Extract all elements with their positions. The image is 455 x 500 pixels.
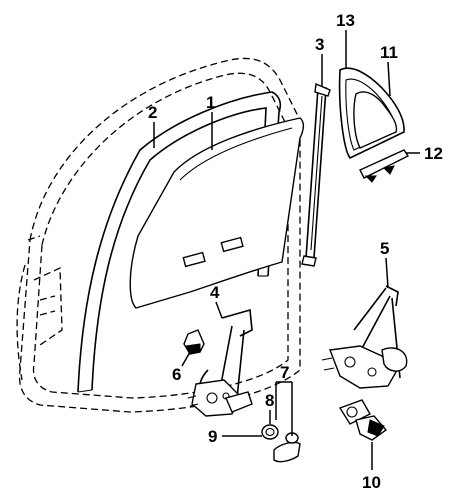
callout-1: 1 [206, 93, 215, 112]
part-8-bushing [261, 424, 279, 440]
part-12-seal-strip [359, 149, 410, 183]
callout-8: 8 [265, 391, 274, 410]
callout-6: 6 [172, 365, 181, 384]
leader-11 [387, 61, 391, 97]
callout-2: 2 [148, 103, 157, 122]
leader-5 [385, 257, 389, 289]
leader-6 [181, 351, 191, 367]
leader-lines [153, 30, 420, 470]
callout-3: 3 [315, 35, 324, 54]
part-5-rear-regulator [321, 285, 408, 389]
callout-13: 13 [336, 11, 355, 30]
callout-labels: 1 2 3 4 5 6 7 8 9 10 11 12 13 [148, 11, 443, 492]
callout-9: 9 [208, 427, 217, 446]
callout-4: 4 [210, 283, 220, 302]
part-6-clip [183, 329, 205, 355]
part-1-door-glass [129, 117, 305, 309]
callout-5: 5 [380, 239, 389, 258]
part-4-front-regulator [187, 308, 253, 417]
part-3-rear-channel [301, 82, 331, 267]
callout-10: 10 [362, 473, 381, 492]
part-7-handle [273, 432, 301, 463]
part-10-motor [338, 399, 388, 441]
callout-7: 7 [280, 363, 289, 382]
leader-4 [215, 301, 223, 319]
part-11-quarter-glass [353, 91, 398, 149]
callout-12: 12 [424, 144, 443, 163]
callout-11: 11 [380, 43, 398, 62]
leader-7 [275, 381, 293, 436]
part-2-run-channel [77, 91, 282, 393]
